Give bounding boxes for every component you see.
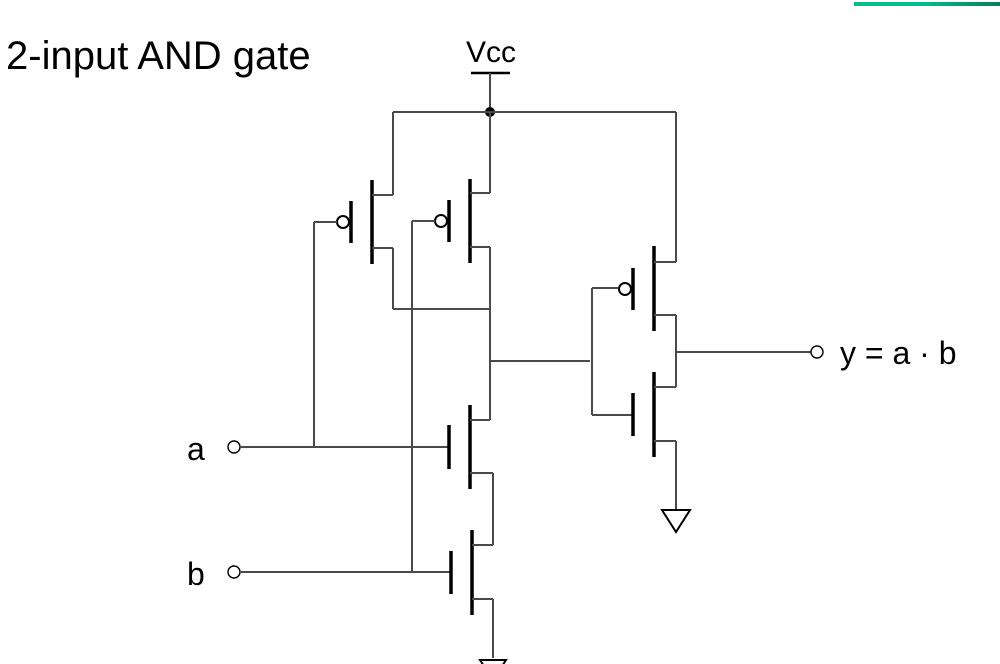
vcc-supply: Vcc xyxy=(466,36,516,112)
nmos-transistor-a xyxy=(447,405,494,545)
vcc-label: Vcc xyxy=(466,36,516,69)
input-b-label: b xyxy=(187,556,205,592)
nmos-transistor-b xyxy=(449,530,494,658)
input-a-label: a xyxy=(187,431,205,467)
output-y-terminal: y = a · b xyxy=(676,335,957,371)
accent-bar xyxy=(854,2,1000,6)
nmos-transistor-inverter xyxy=(631,372,677,510)
pmos-transistor-inverter xyxy=(618,246,676,331)
input-b-terminal: b xyxy=(187,556,451,592)
diagram-title: 2-input AND gate xyxy=(6,34,311,78)
output-label: y = a · b xyxy=(840,335,957,371)
ground-symbol-nand xyxy=(478,659,508,664)
pmos-transistor-b xyxy=(412,179,490,263)
ground-symbol-inverter xyxy=(660,509,692,534)
input-a-terminal: a xyxy=(187,431,449,467)
pmos-transistor-a xyxy=(314,180,393,264)
